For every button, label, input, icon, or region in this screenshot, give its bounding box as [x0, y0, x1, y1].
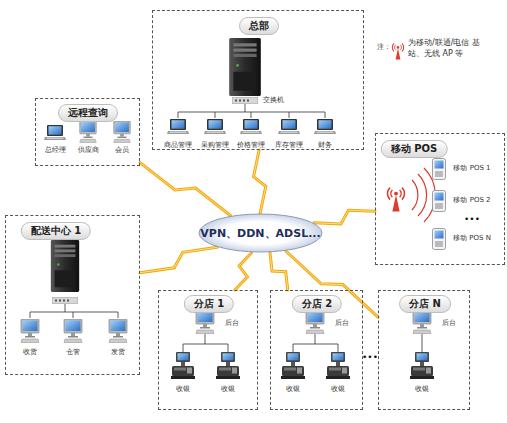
device-label: 收银 — [221, 384, 235, 394]
pos-terminal-icon — [216, 352, 240, 379]
laptop-icon — [240, 119, 262, 134]
legend-text: 为移动/联通/电信 基站、无线 AP 等 — [408, 37, 490, 59]
device-label: 价格管理 — [237, 140, 265, 150]
group-title: 分店 2 — [292, 295, 342, 313]
wire — [178, 104, 325, 118]
desktop-icon — [109, 319, 127, 343]
desktop-icon — [80, 121, 97, 143]
lightning-highlight — [140, 163, 230, 216]
laptop-icon — [167, 119, 189, 134]
lightning-link — [314, 210, 375, 224]
group-title: 总部 — [239, 17, 279, 35]
device-label: 商品管理 — [164, 140, 192, 150]
device-label: 移动 POS 2 — [453, 195, 490, 205]
pos-terminal-icon — [410, 352, 434, 379]
handheld-icon — [433, 159, 446, 180]
lightning-link — [140, 163, 230, 216]
desktop-icon — [114, 121, 131, 143]
signal-wave — [412, 168, 435, 222]
network-cloud: VPN、DDN、ADSL... — [198, 213, 323, 253]
desktop-icon — [306, 310, 324, 334]
device-label: 后台 — [335, 318, 349, 328]
wire — [183, 334, 228, 352]
device-label: 收银 — [286, 384, 300, 394]
network-label: VPN、DDN、ADSL... — [200, 226, 320, 241]
device-label: 交换机 — [263, 95, 284, 105]
device-label: 后台 — [442, 318, 456, 328]
lightning-link — [254, 150, 266, 213]
pos-terminal-icon — [171, 352, 195, 379]
group-title: 移动 POS — [381, 140, 448, 158]
device-label: 库存管理 — [275, 140, 303, 150]
device-label: 收银 — [415, 384, 429, 394]
ellipse-shape — [199, 214, 322, 252]
lightning-highlight — [140, 247, 217, 272]
group-box: 分店 2 — [270, 290, 363, 410]
group-box: 远程查询 — [35, 98, 140, 166]
ellipsis-mark: ••• — [464, 214, 480, 224]
lightning-link — [286, 251, 378, 317]
device-label: 供应商 — [78, 145, 99, 155]
lightning-highlight — [254, 150, 266, 213]
device-label: 仓管 — [66, 347, 80, 357]
lightning-link — [140, 247, 217, 272]
group-title: 远程查询 — [58, 104, 118, 122]
pos-terminal-icon — [281, 352, 305, 379]
switch-icon — [232, 97, 258, 104]
pos-terminal-icon — [326, 352, 350, 379]
group-title: 配送中心 1 — [21, 222, 91, 240]
device-label: 总经理 — [45, 145, 66, 155]
laptop-icon — [44, 125, 66, 140]
device-label: 会员 — [115, 145, 129, 155]
group-box: 分店 1 — [158, 290, 258, 410]
device-label: 发货 — [111, 347, 125, 357]
desktop-icon — [21, 319, 39, 343]
ellipsis-mark: ••• — [362, 352, 378, 362]
antenna-icon — [387, 188, 404, 212]
laptop-icon — [204, 119, 226, 134]
device-label: 收银 — [176, 384, 190, 394]
lightning-link — [235, 253, 252, 290]
lightning-highlight — [235, 253, 252, 290]
handheld-icon — [433, 229, 446, 250]
lightning-highlight — [286, 251, 378, 317]
antenna-icon — [392, 43, 403, 59]
lightning-link — [270, 253, 288, 290]
desktop-icon — [64, 319, 82, 343]
group-title: 分店 N — [399, 295, 451, 313]
device-label: 后台 — [225, 318, 239, 328]
device-label: 收银 — [331, 384, 345, 394]
desktop-icon — [413, 310, 431, 334]
device-label: 注： — [377, 42, 391, 52]
device-label: 财务 — [318, 140, 332, 150]
group-box: 总部 — [152, 10, 364, 150]
device-label: 移动 POS N — [453, 233, 491, 243]
server-icon — [51, 240, 79, 292]
wire — [30, 304, 118, 318]
lightning-highlight — [270, 253, 288, 290]
group-title: 分店 1 — [184, 295, 234, 313]
server-icon — [229, 38, 261, 96]
laptop-icon — [278, 119, 300, 134]
device-label: 移动 POS 1 — [453, 163, 490, 173]
laptop-icon — [314, 119, 336, 134]
lightning-highlight — [314, 210, 375, 224]
desktop-icon — [196, 310, 214, 334]
device-label: 收货 — [23, 347, 37, 357]
wire — [293, 334, 338, 352]
wire — [422, 334, 423, 352]
handheld-icon — [433, 191, 446, 212]
device-label: 采购管理 — [201, 140, 229, 150]
switch-icon — [52, 297, 78, 304]
